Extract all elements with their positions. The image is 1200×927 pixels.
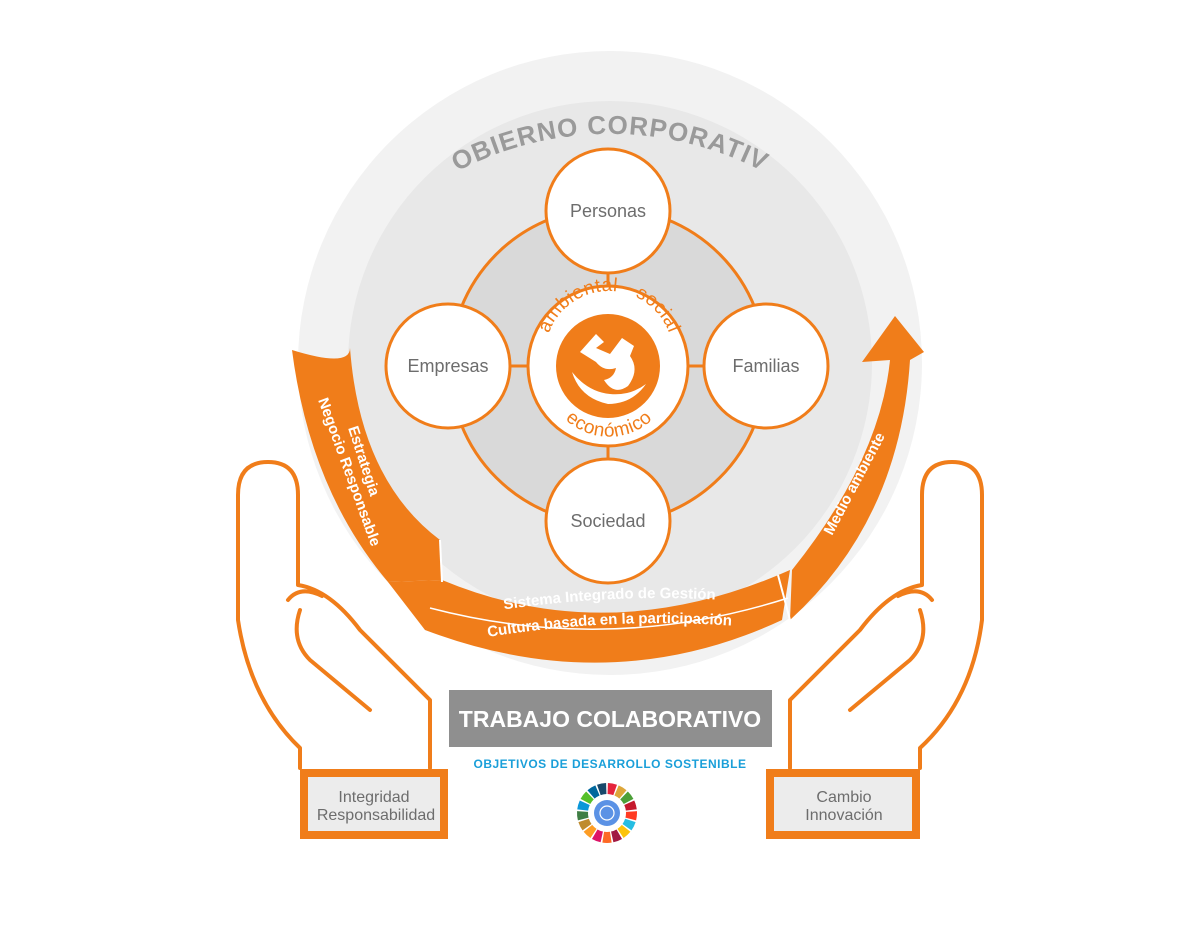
ods-label: OBJETIVOS DE DESARROLLO SOSTENIBLE [473,757,746,771]
node-sociedad: Sociedad [544,457,672,585]
svg-text:Sociedad: Sociedad [570,511,645,531]
sdg-segment [602,831,612,843]
sdg-segment [580,791,594,805]
management-band [388,570,790,663]
svg-text:Empresas: Empresas [407,356,488,376]
sdg-segment [614,785,627,799]
sdg-segment [578,818,592,831]
band-divider-right [777,574,791,621]
sdg-segment [597,783,607,796]
sdg-segment [607,783,617,796]
sdg-segment [583,824,597,839]
sdg-segment [577,800,590,811]
sdg-segment [617,824,631,839]
svg-text:TRABAJO COLABORATIVO: TRABAJO COLABORATIVO [459,706,761,732]
integrity-label: Integridad [338,789,409,806]
sdg-segment [624,800,637,811]
band-divider-middle [429,597,789,630]
sdg-segment [577,811,589,821]
innovation-label: Innovación [805,807,882,824]
strategy-band [292,348,442,582]
sdg-segment [622,818,636,831]
core-logo-icon [572,334,646,404]
integrity-box: Integridad Responsabilidad [300,769,448,839]
svg-text:Personas: Personas [570,201,646,221]
left-hand-icon [236,460,432,770]
environment-band [790,316,924,620]
node-personas: Personas [544,147,672,275]
sdg-segment [625,811,637,821]
node-familias: Familias [702,302,830,430]
node-empresas: Empresas [384,302,512,430]
sdg-wheel-icon [577,783,637,843]
innovation-box: Cambio Innovación [766,769,920,839]
band-divider-left [439,539,443,583]
sdg-segment [591,829,603,843]
responsibility-label: Responsabilidad [317,807,435,824]
svg-text:Familias: Familias [732,356,799,376]
sdg-segment [587,785,600,799]
sdg-segment [611,829,623,843]
collaborative-banner: TRABAJO COLABORATIVO [449,690,772,747]
right-hand-icon [788,460,984,770]
change-label: Cambio [816,789,871,806]
sdg-segment [620,791,634,805]
